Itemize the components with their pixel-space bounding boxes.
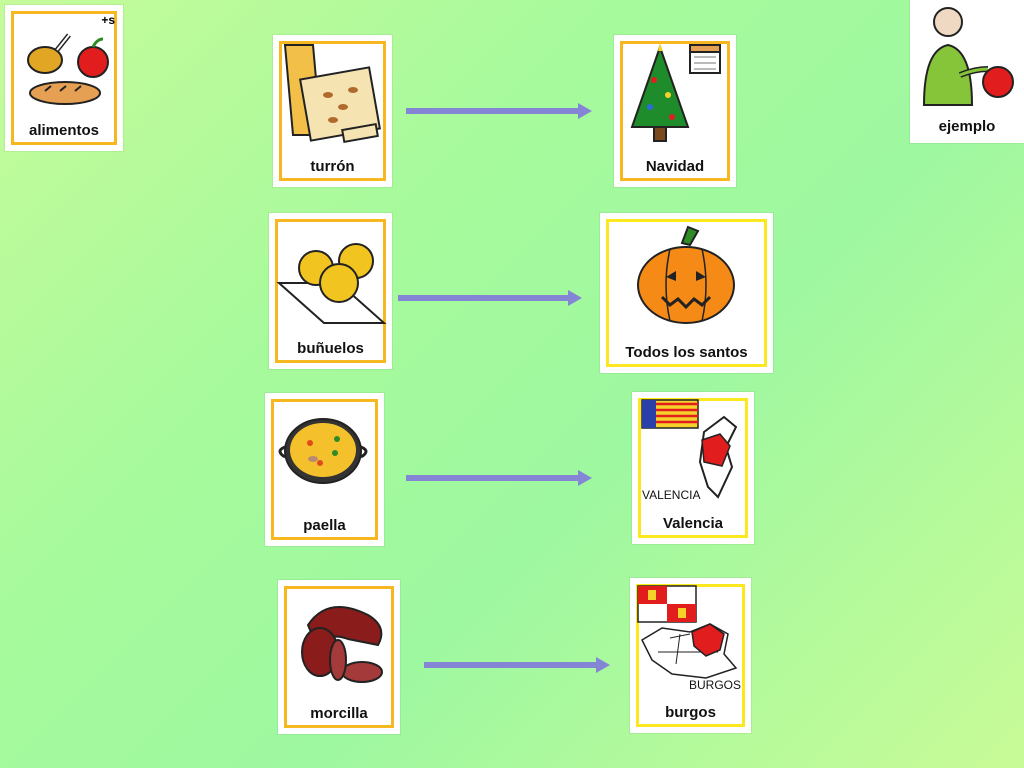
valencia-map-icon bbox=[641, 399, 738, 499]
card-turron[interactable]: turrón bbox=[273, 35, 392, 187]
card-label: buñuelos bbox=[297, 340, 364, 357]
food-icon bbox=[27, 33, 109, 105]
card-todos-los-santos[interactable]: Todos los santos bbox=[600, 213, 773, 373]
arrow-turron-navidad bbox=[406, 103, 592, 119]
morcilla-icon bbox=[301, 606, 383, 683]
card-frame bbox=[284, 586, 394, 728]
paella-icon bbox=[278, 418, 368, 484]
christmas-tree-icon bbox=[630, 43, 721, 142]
person-with-ball-icon bbox=[922, 7, 1014, 106]
arrow-paella-valencia bbox=[406, 470, 592, 486]
card-label: morcilla bbox=[310, 705, 368, 722]
category-card-alimentos[interactable]: +s alimentos bbox=[5, 5, 123, 151]
card-navidad[interactable]: Navidad bbox=[614, 35, 736, 187]
card-label: paella bbox=[303, 517, 346, 534]
card-label: alimentos bbox=[28, 122, 100, 139]
card-frame bbox=[606, 219, 767, 367]
card-valencia[interactable]: VALENCIA Valencia bbox=[632, 392, 754, 544]
arrow-bunuelos-todos-los-santos bbox=[398, 290, 582, 306]
plural-mark: +s bbox=[101, 13, 115, 27]
bunuelos-icon bbox=[276, 243, 387, 324]
pumpkin-icon bbox=[637, 225, 735, 324]
card-label: ejemplo bbox=[938, 118, 996, 135]
card-label: burgos bbox=[665, 704, 716, 721]
card-frame bbox=[271, 399, 378, 540]
card-frame bbox=[279, 41, 386, 181]
example-card[interactable]: ejemplo bbox=[910, 0, 1024, 143]
map-label: VALENCIA bbox=[642, 488, 701, 502]
card-frame bbox=[275, 219, 386, 363]
card-morcilla[interactable]: morcilla bbox=[278, 580, 400, 734]
card-bunuelos[interactable]: buñuelos bbox=[269, 213, 392, 369]
card-label: Valencia bbox=[662, 515, 724, 532]
card-frame bbox=[620, 41, 730, 181]
card-label: Navidad bbox=[645, 158, 705, 175]
burgos-map-icon bbox=[637, 585, 738, 679]
card-paella[interactable]: paella bbox=[265, 393, 384, 546]
arrow-morcilla-burgos bbox=[424, 657, 610, 673]
turron-icon bbox=[283, 44, 382, 144]
card-frame bbox=[11, 11, 117, 145]
card-burgos[interactable]: BURGOS burgos bbox=[630, 578, 751, 733]
map-label: BURGOS bbox=[688, 678, 741, 692]
card-label: Todos los santos bbox=[625, 344, 748, 361]
card-label: turrón bbox=[310, 158, 355, 175]
